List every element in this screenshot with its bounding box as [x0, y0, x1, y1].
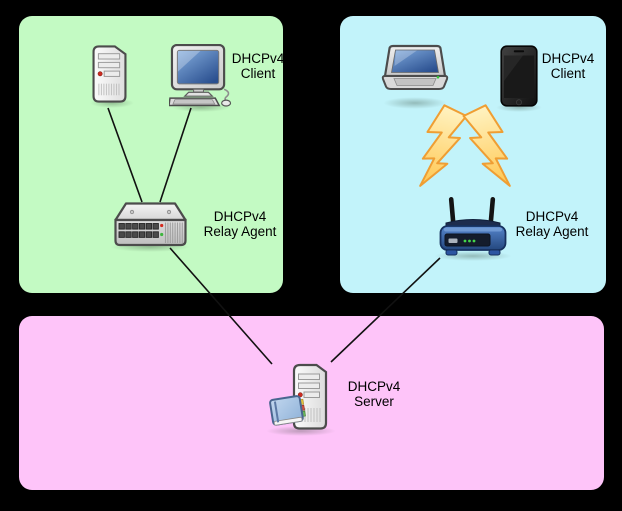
smartphone-icon: [500, 45, 538, 107]
label-line: DHCPv4: [541, 51, 595, 66]
link-router-to-server: [330, 257, 441, 363]
label-dhcpv4-server: DHCPv4 Server: [334, 379, 414, 409]
desktop-shadow: [172, 103, 230, 112]
router-shadow: [434, 251, 512, 261]
server-shadow: [266, 426, 336, 436]
link-tower-to-switch: [107, 107, 143, 203]
tower-shadow: [90, 98, 134, 108]
label-wired-dhcpv4-relay-agent: DHCPv4 Relay Agent: [200, 209, 280, 239]
server-with-book-icon: [269, 363, 328, 430]
label-line: DHCPv4: [347, 379, 401, 394]
desktop-computer-icon: [169, 44, 232, 107]
zone-wired-lan: [19, 16, 283, 293]
label-line: Server: [354, 393, 394, 409]
lightning-bolt-icon: [462, 104, 511, 187]
phone-shadow: [496, 103, 542, 112]
lightning-bolt-icon: [419, 104, 468, 187]
label-line: DHCPv4: [231, 51, 285, 66]
label-line: Client: [240, 65, 276, 81]
network-switch-icon: [114, 202, 187, 247]
tower-server-icon: [92, 45, 127, 103]
label-line: DHCPv4: [213, 209, 267, 224]
label-wireless-dhcpv4-relay-agent: DHCPv4 Relay Agent: [512, 209, 592, 239]
laptop-icon: [381, 44, 449, 90]
label-line: Relay Agent: [203, 223, 277, 239]
label-line: Relay Agent: [515, 223, 589, 239]
label-wireless-dhcpv4-client: DHCPv4 Client: [528, 51, 608, 81]
wireless-router-icon: [439, 197, 507, 256]
switch-shadow: [110, 242, 190, 252]
link-switch-to-server: [169, 247, 273, 365]
label-wired-dhcpv4-client: DHCPv4 Client: [218, 51, 298, 81]
laptop-shadow: [383, 97, 447, 109]
label-line: Client: [550, 65, 586, 81]
link-desktop-to-switch: [159, 107, 192, 203]
label-line: DHCPv4: [525, 209, 579, 224]
